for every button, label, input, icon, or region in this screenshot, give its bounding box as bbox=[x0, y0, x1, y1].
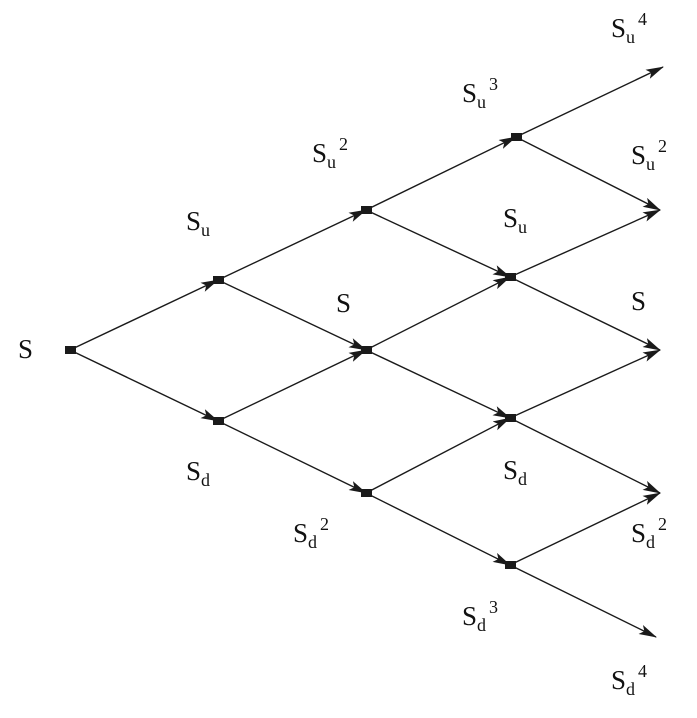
node-sd3mid bbox=[505, 414, 516, 422]
label-sd4b: Sd2 bbox=[631, 514, 668, 552]
label-s2: S bbox=[336, 288, 352, 318]
edge-sd1-up bbox=[217, 349, 367, 422]
label-su4b: Su2 bbox=[631, 136, 668, 174]
edge-sd3-up bbox=[509, 492, 661, 566]
label-su3mid: Su bbox=[503, 203, 528, 237]
node-sd1 bbox=[213, 417, 224, 425]
node-su3mid bbox=[505, 273, 516, 281]
label-sd3mid: Sd bbox=[503, 455, 528, 489]
label-s0: S bbox=[18, 334, 34, 364]
node-s0 bbox=[65, 346, 76, 354]
edge-su2-down bbox=[365, 209, 511, 278]
edge-s2-up bbox=[365, 276, 511, 351]
label-sd2: Sd2 bbox=[293, 514, 330, 552]
edge-su3-up bbox=[515, 66, 664, 138]
edge-su1-down bbox=[217, 279, 367, 351]
label-su1: Su bbox=[186, 206, 211, 240]
edge-su3mid-down bbox=[509, 276, 661, 351]
edge-su2-up bbox=[365, 136, 517, 211]
label-su3: Su3 bbox=[462, 74, 499, 112]
edge-su3mid-up bbox=[509, 209, 661, 278]
label-s4: S bbox=[631, 286, 647, 316]
node-su3 bbox=[511, 133, 522, 141]
label-sd3: Sd3 bbox=[462, 597, 499, 635]
node-su2 bbox=[361, 206, 372, 214]
edge-sd3-down bbox=[509, 564, 657, 638]
edge-sd3mid-down bbox=[509, 417, 661, 494]
edge-su3-down bbox=[515, 136, 661, 211]
label-su2: Su2 bbox=[312, 134, 349, 172]
edge-sd1-down bbox=[217, 420, 367, 494]
label-sd4: Sd4 bbox=[611, 661, 648, 699]
node-sd2 bbox=[361, 489, 372, 497]
edge-su1-up bbox=[217, 209, 367, 281]
label-su4: Su4 bbox=[611, 9, 648, 47]
edge-s0-down bbox=[69, 349, 219, 422]
edge-sd3mid-up bbox=[509, 349, 661, 419]
edge-s0-up bbox=[69, 279, 219, 351]
label-sd1: Sd bbox=[186, 456, 211, 490]
node-su1 bbox=[213, 276, 224, 284]
node-sd3 bbox=[505, 561, 516, 569]
edge-s2-down bbox=[365, 349, 511, 419]
edge-sd2-down bbox=[365, 492, 511, 566]
edge-sd2-up bbox=[365, 417, 511, 494]
node-s2 bbox=[361, 346, 372, 354]
